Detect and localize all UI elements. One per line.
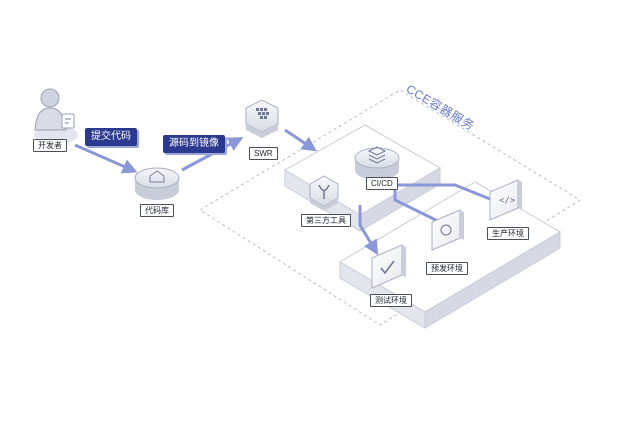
developer-label: 开发者 [33, 139, 67, 152]
svg-text:</>: </> [499, 196, 516, 206]
preprod-env-label: 预发环境 [426, 262, 468, 275]
test-monitor-icon [371, 244, 406, 289]
test-env-label: 测试环境 [370, 294, 412, 307]
production-monitor-icon: </> [489, 179, 522, 221]
third-party-label: 第三方工具 [301, 214, 351, 227]
repo-label: 代码库 [140, 204, 174, 217]
step-commit-code: 提交代码 [85, 128, 137, 146]
cce-region-outline [199, 89, 581, 326]
cicd-disk-icon [354, 146, 400, 180]
swr-label: SWR [249, 147, 278, 160]
cicd-label: CI/CD [366, 177, 398, 190]
flow-arrows [74, 128, 511, 256]
third-party-tool-icon [309, 175, 339, 211]
production-env-label: 生产环境 [487, 227, 529, 240]
developer-icon [34, 88, 78, 144]
repo-disk-icon [134, 167, 180, 200]
swr-registry-icon [245, 99, 279, 138]
step-source-to-image: 源码到镜像 [163, 135, 225, 153]
preprod-monitor-icon [431, 209, 464, 251]
